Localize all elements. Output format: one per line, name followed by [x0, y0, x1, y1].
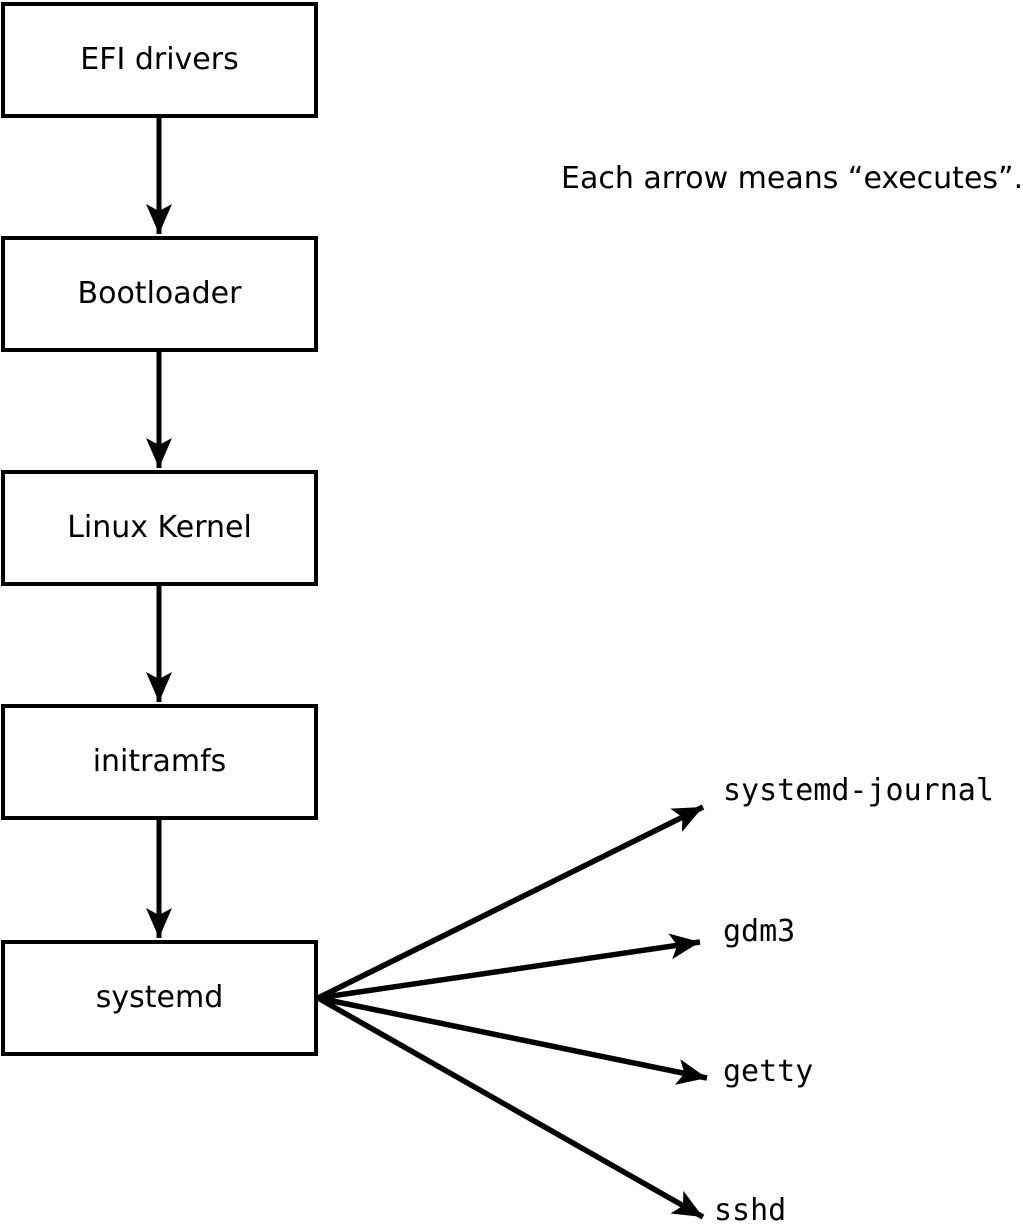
execute-arrow-systemd-to-getty — [317, 995, 708, 1085]
execute-arrow-systemd-to-gdm3 — [317, 933, 701, 1001]
stage-label-bootloader: Bootloader — [77, 276, 242, 311]
stage-label-efi-drivers: EFI drivers — [80, 42, 239, 77]
stage-box-linux-kernel: Linux Kernel — [1, 470, 318, 586]
arrow-meaning-note: Each arrow means “executes”. — [561, 161, 1023, 196]
service-label-getty: getty — [723, 1054, 814, 1089]
execute-arrow-systemd-to-journal — [316, 804, 705, 1001]
stage-box-systemd: systemd — [1, 940, 318, 1056]
service-label-gdm3: gdm3 — [723, 914, 796, 949]
stage-label-initramfs: initramfs — [92, 744, 227, 779]
stage-label-linux-kernel: Linux Kernel — [67, 510, 252, 545]
stage-box-bootloader: Bootloader — [1, 236, 318, 352]
stage-label-systemd: systemd — [95, 980, 224, 1015]
stage-box-initramfs: initramfs — [1, 704, 318, 820]
service-label-sshd: sshd — [714, 1193, 787, 1228]
stage-box-efi-drivers: EFI drivers — [1, 2, 318, 118]
service-label-systemd-journal: systemd-journal — [723, 773, 994, 808]
execute-arrow-systemd-to-sshd — [316, 995, 705, 1220]
